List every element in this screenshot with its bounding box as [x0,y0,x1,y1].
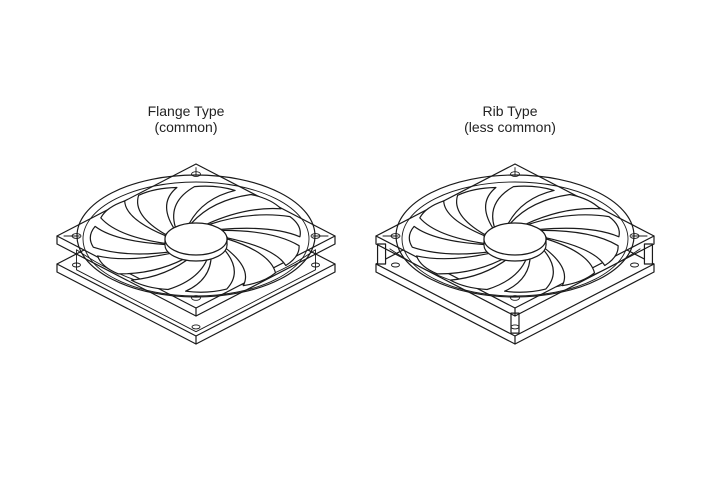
fan-blade [222,229,300,267]
mounting-hole-bottom [311,262,320,268]
mounting-hole-bottom [72,262,81,268]
fan-opening-inner [401,181,629,297]
fan-blade [223,238,277,287]
rib-post [643,243,654,265]
hub-top [483,222,547,256]
fan-blade [137,186,178,236]
fan-blade [541,229,619,267]
fan-blade [419,200,486,245]
fan-blade [208,214,301,238]
rib-post [376,243,387,265]
flange-type-title: Flange Type [147,103,225,119]
rib-fan-group [375,163,655,345]
flange-type-caption: Flange Type (common) [86,103,286,135]
mounting-hole [510,295,520,301]
fan-blade [416,251,512,275]
fan-blade [492,185,555,228]
fan-blade [89,225,176,255]
fan-blade [185,247,235,293]
flange-type-fan-icon [56,163,336,345]
fan-blade [504,247,554,293]
rib-type-subtitle: (less common) [464,119,556,135]
fan-blade [173,185,236,228]
fan-blade [97,251,193,275]
flange-type-subtitle: (common) [154,119,218,135]
fan-blade [456,186,497,236]
fan-blade [509,193,601,225]
fan-blade [100,200,167,245]
mounting-hole [191,295,201,301]
mounting-hole-bottom [391,262,400,268]
fan-blade [542,238,596,287]
fan-opening-inner [82,181,310,297]
fan-blade [449,252,529,291]
mounting-hole-bottom [630,262,639,268]
fan-blade [190,193,282,225]
rib-type-fan-icon [375,163,655,345]
fan-blade [408,225,495,255]
fan-blade [527,214,620,238]
hub-top [164,222,228,256]
rib-type-title: Rib Type [482,103,538,119]
rib-type-caption: Rib Type (less common) [410,103,610,135]
fan-blade [130,252,210,291]
mounting-hole-bottom [191,324,201,330]
mounting-hole-bottom [510,324,520,330]
flange-fan-group [56,163,336,345]
